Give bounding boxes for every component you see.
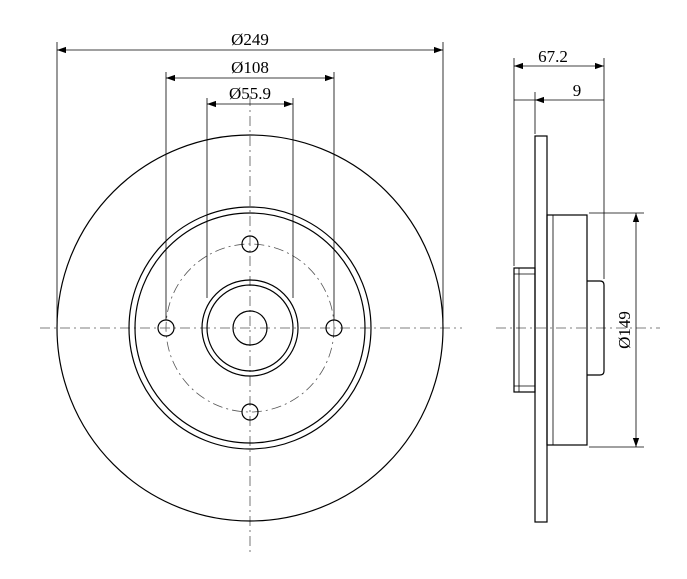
hub-flange-inner: [206, 284, 294, 372]
bolt-hole-top: [241, 235, 259, 253]
outer-diameter-label: Ø249: [231, 30, 269, 49]
center-bore-label: Ø55.9: [229, 84, 271, 103]
front-view: Ø249 Ø108 Ø55.9: [40, 30, 462, 556]
hub-flange-outer: [201, 279, 299, 377]
disc-outer-edge: [56, 134, 444, 522]
disc-plate-section: [534, 135, 548, 523]
total-height-label: 67.2: [538, 47, 568, 66]
disc-thickness-label: 9: [573, 81, 582, 100]
hub-flange-section: [513, 267, 536, 393]
hub-bearing-section: [587, 280, 605, 376]
bolt-circle: [165, 243, 335, 413]
hat-inner-circle: [134, 212, 366, 444]
side-view: 67.2 9 Ø149: [496, 47, 660, 523]
hat-section: [546, 214, 588, 446]
center-bore: [232, 310, 268, 346]
bolt-hole-bottom: [241, 403, 259, 421]
hat-outer-circle: [128, 206, 372, 450]
hat-diameter-label: Ø149: [615, 311, 634, 349]
bolt-circle-label: Ø108: [231, 58, 269, 77]
